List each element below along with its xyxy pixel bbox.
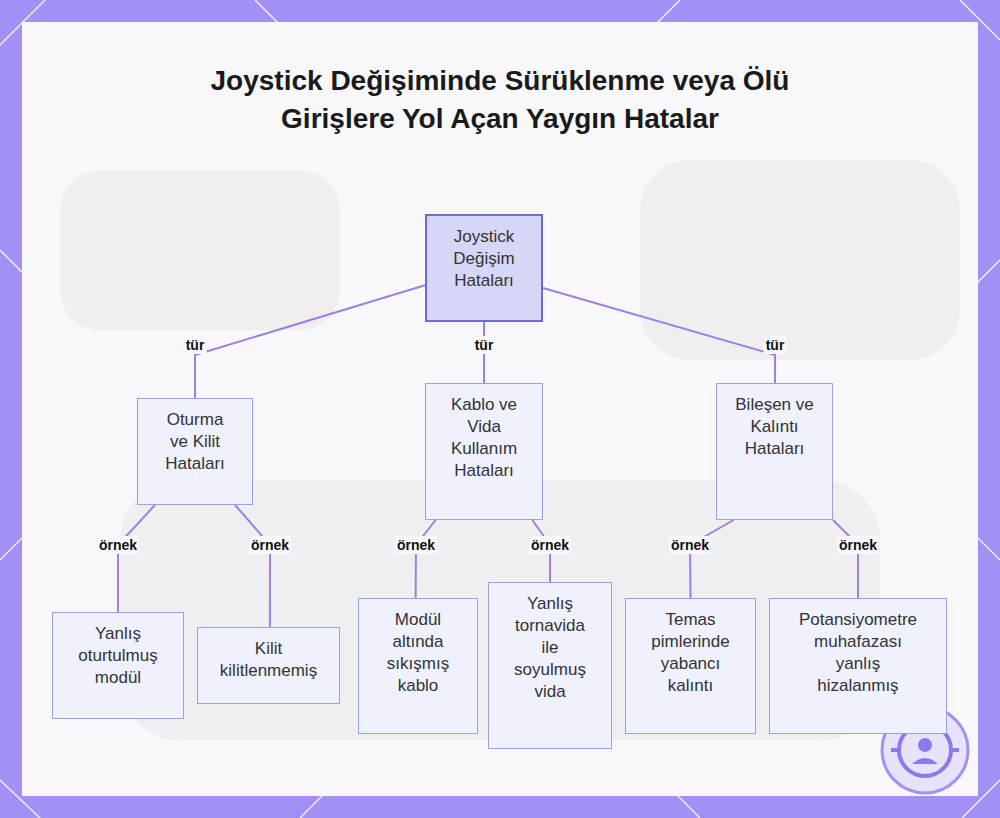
- category-box: Modül altında sıkışmış kablo: [358, 598, 478, 734]
- node-label: Yanlış tornavida ile soyulmuş vida: [509, 593, 591, 703]
- category-box: Temas pimlerinde yabancı kalıntı: [625, 598, 756, 734]
- connector-line: [833, 520, 858, 598]
- edge-label: tür: [764, 336, 787, 354]
- edge-label: örnek: [395, 536, 437, 554]
- category-box: Bileşen ve Kalıntı Hataları: [716, 383, 833, 520]
- connector-line: [195, 285, 425, 398]
- node-label: Temas pimlerinde yabancı kalıntı: [645, 609, 737, 697]
- edge-label: örnek: [529, 536, 571, 554]
- category-box: Kilit kilitlenmemiş: [197, 627, 340, 704]
- connector-line: [690, 520, 734, 598]
- node-label: Kablo ve Vida Kullanım Hataları: [443, 394, 525, 482]
- node-label: Yanlış oturtulmuş modül: [72, 623, 164, 689]
- node-label: Modül altında sıkışmış kablo: [380, 609, 456, 697]
- node-label: Oturma ve Kilit Hataları: [157, 409, 233, 475]
- root-box: Joystick Değişim Hataları: [425, 214, 543, 322]
- node-label: Potansiyometre muhafazası yanlış hizalan…: [794, 609, 922, 697]
- diagram-title: Joystick Değişiminde Sürüklenme veya Ölü…: [190, 62, 810, 138]
- category-box: Kablo ve Vida Kullanım Hataları: [425, 383, 543, 520]
- category-box: Potansiyometre muhafazası yanlış hizalan…: [769, 598, 947, 734]
- edge-label: örnek: [669, 536, 711, 554]
- connector-line: [543, 288, 775, 383]
- panel: [22, 22, 978, 796]
- category-box: Yanlış oturtulmuş modül: [52, 612, 184, 719]
- edge-label: örnek: [249, 536, 291, 554]
- category-box: Oturma ve Kilit Hataları: [137, 398, 253, 505]
- connector-line: [235, 505, 270, 627]
- connector-line: [118, 505, 155, 612]
- node-label: Joystick Değişim Hataları: [438, 226, 530, 292]
- edge-label: tür: [473, 336, 496, 354]
- node-label: Kilit kilitlenmemiş: [211, 638, 327, 682]
- edge-label: tür: [184, 336, 207, 354]
- edge-label: örnek: [97, 536, 139, 554]
- node-label: Bileşen ve Kalıntı Hataları: [729, 394, 821, 460]
- edge-label: örnek: [837, 536, 879, 554]
- connector-line: [416, 520, 436, 598]
- category-box: Yanlış tornavida ile soyulmuş vida: [488, 582, 612, 749]
